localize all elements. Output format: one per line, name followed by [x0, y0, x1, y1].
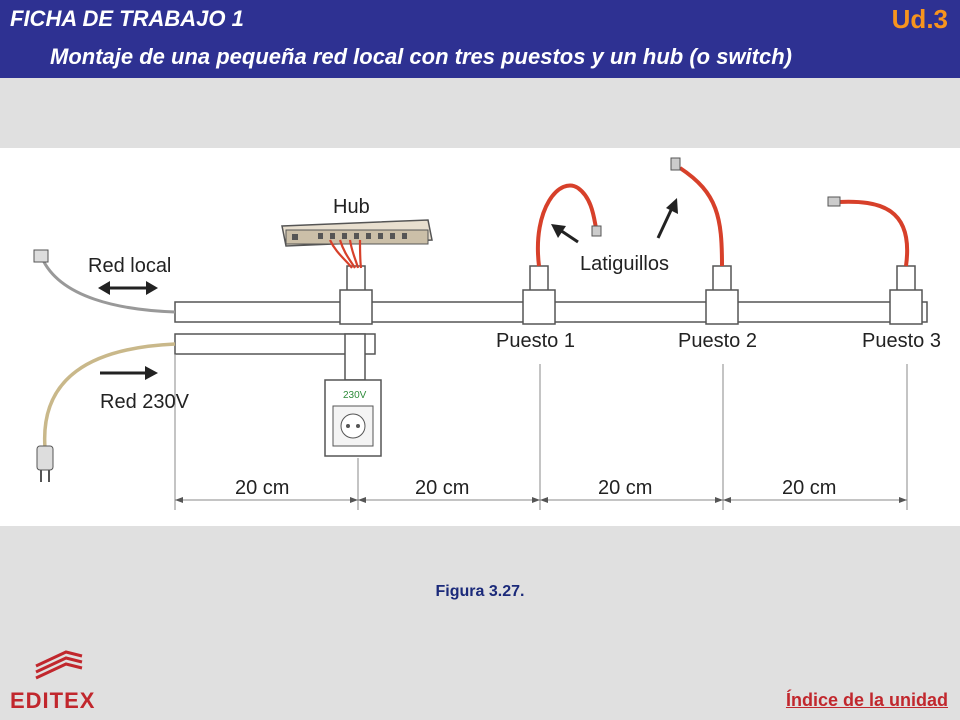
puesto-1-junction [522, 265, 556, 325]
puesto-3-label: Puesto 3 [862, 330, 941, 352]
hub-label: Hub [333, 196, 370, 218]
power-cable [42, 342, 176, 449]
puesto-3-patch-cable [827, 196, 910, 267]
puesto-2-patch-cable [670, 157, 724, 267]
header-bar: FICHA DE TRABAJO 1 Ud.3 Montaje de una p… [0, 0, 960, 78]
hub-junction [339, 265, 373, 325]
worksheet-title: FICHA DE TRABAJO 1 [10, 6, 244, 31]
red-230v-label: Red 230V [100, 391, 190, 413]
brand-name: EDITEX [10, 688, 96, 713]
unit-label: Ud.3 [891, 4, 948, 34]
figure-panel: Hub Red local Red 230V Latiguillos Puest… [0, 148, 960, 526]
unit-index-link[interactable]: Índice de la unidad [785, 690, 948, 710]
socket-voltage-label: 230V [343, 390, 367, 401]
puesto-1-label: Puesto 1 [496, 330, 575, 352]
dimension-label-3: 20 cm [598, 477, 652, 499]
figure-caption: Figura 3.27. [435, 583, 525, 600]
editex-logo-icon [35, 650, 83, 680]
puesto-2-junction [705, 265, 739, 325]
puesto-2-label: Puesto 2 [678, 330, 757, 352]
power-plug-icon [36, 445, 54, 482]
latiguillo-arrow-icon [551, 224, 579, 244]
latiguillos-label: Latiguillos [580, 253, 669, 275]
network-cable [40, 257, 176, 314]
dimension-label-1: 20 cm [235, 477, 289, 499]
puesto-1-patch-cable [535, 183, 602, 267]
hub-patch-cables [329, 239, 363, 269]
hub-device-icon [281, 219, 433, 247]
power-conduit-drop [344, 333, 366, 381]
network-plug-icon [33, 249, 49, 263]
puesto-3-junction [889, 265, 923, 325]
red-local-double-arrow-icon [98, 281, 158, 295]
worksheet-subtitle: Montaje de una pequeña red local con tre… [50, 44, 792, 69]
red-local-label: Red local [88, 255, 171, 277]
dimension-label-2: 20 cm [415, 477, 469, 499]
red-230v-arrow-icon [100, 366, 158, 380]
dimension-label-4: 20 cm [782, 477, 836, 499]
latiguillo-arrow-icon-2 [656, 198, 678, 239]
power-socket-icon [324, 379, 382, 457]
dimension-ticks [175, 497, 907, 503]
network-diagram: Hub Red local Red 230V Latiguillos Puest… [33, 157, 941, 510]
